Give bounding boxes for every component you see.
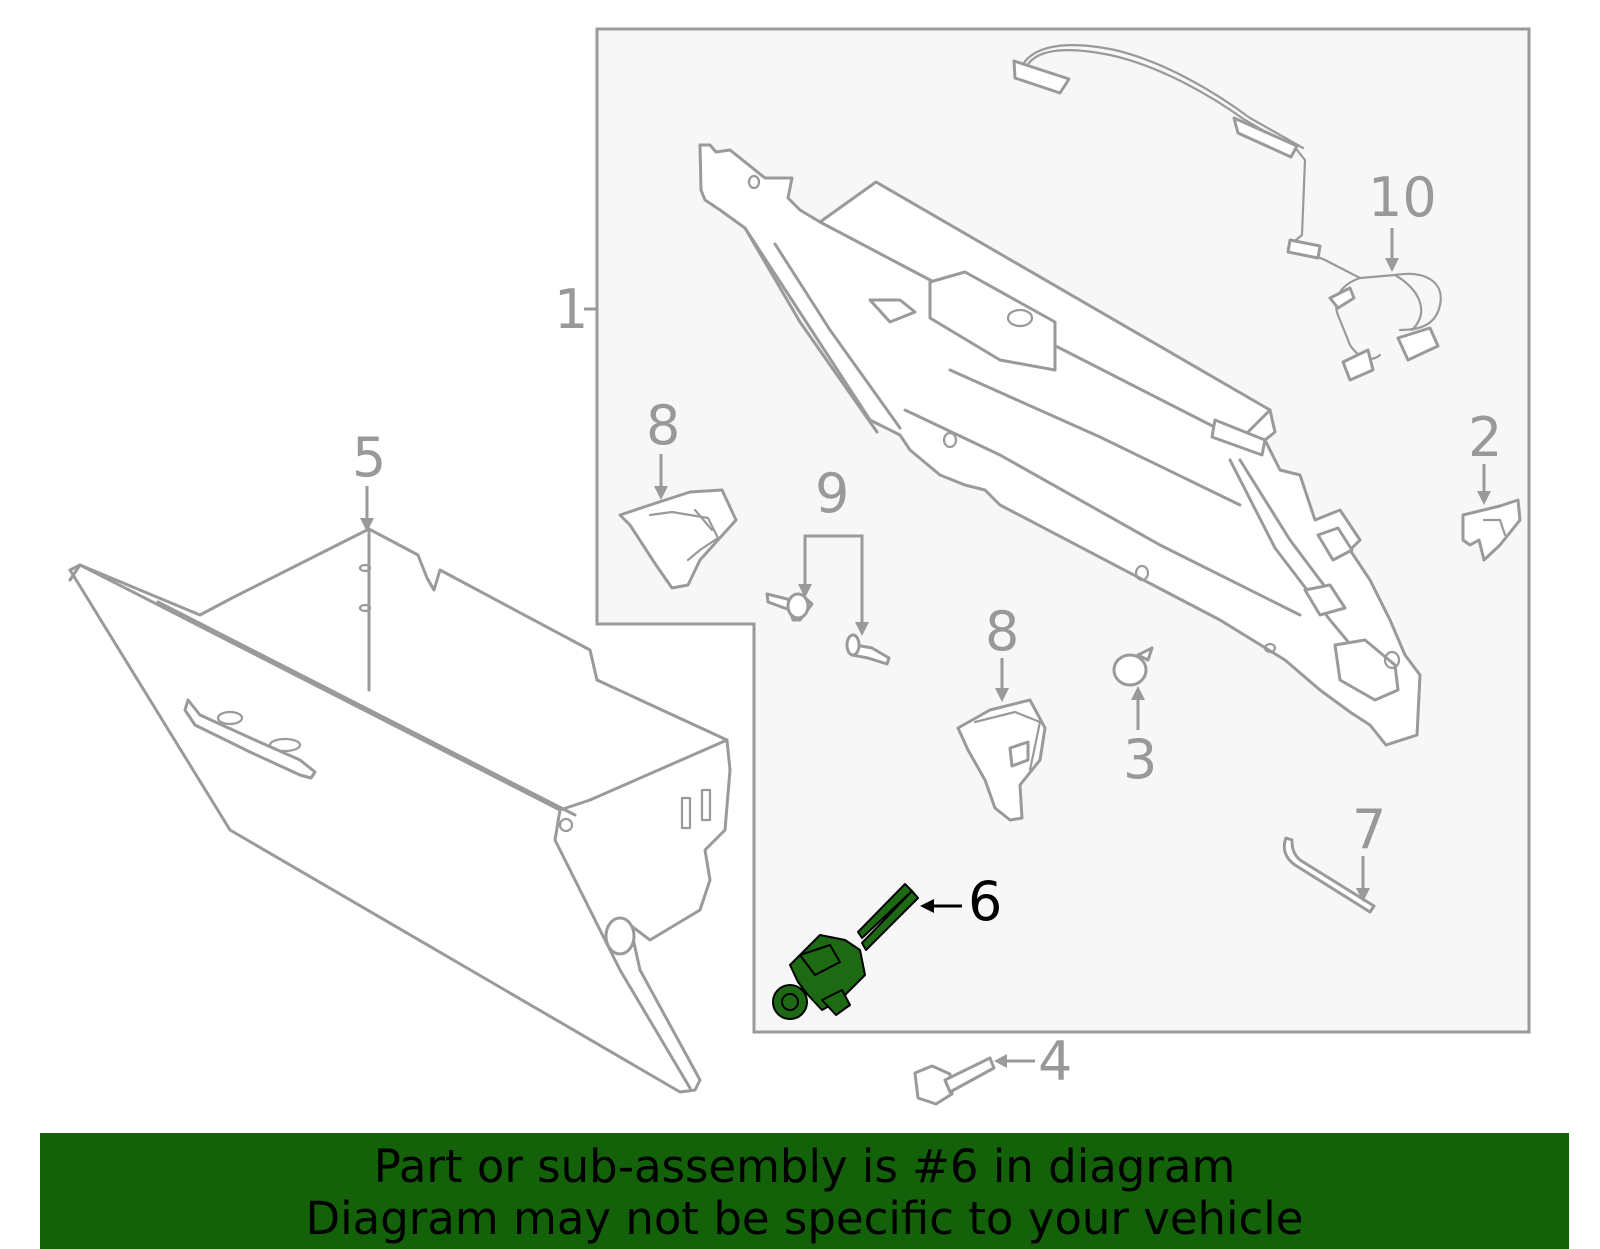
svg-text:1: 1 [554,278,588,341]
part-8-bracket-lower[interactable] [956,698,1047,822]
svg-text:9: 9 [815,462,849,525]
callout-6[interactable]: 6 [920,870,1002,933]
part-9-screws[interactable] [765,592,891,666]
callout-8-upper[interactable]: 8 [646,394,680,500]
svg-text:7: 7 [1352,798,1386,861]
svg-text:10: 10 [1368,166,1437,229]
banner-line-1: Part or sub-assembly is #6 in diagram [373,1140,1236,1193]
svg-text:5: 5 [352,426,386,489]
callout-7[interactable]: 7 [1352,798,1386,902]
svg-text:8: 8 [646,394,680,457]
info-banner: Part or sub-assembly is #6 in diagram Di… [40,1133,1569,1249]
callout-1[interactable]: 1 [554,278,597,341]
svg-text:2: 2 [1468,406,1502,469]
part-5-glovebox[interactable] [68,527,732,1094]
part-8-bracket-upper[interactable] [618,488,738,590]
callout-4[interactable]: 4 [994,1030,1072,1093]
part-7-rod[interactable] [1282,836,1376,914]
callout-8-lower[interactable]: 8 [985,600,1019,702]
svg-text:4: 4 [1038,1030,1072,1093]
banner-line-2: Diagram may not be specific to your vehi… [305,1192,1304,1245]
svg-text:6: 6 [968,870,1002,933]
svg-text:3: 3 [1123,728,1157,791]
callout-9[interactable]: 9 [798,462,869,636]
callout-5[interactable]: 5 [352,426,386,532]
part-2-clip[interactable] [1461,498,1522,562]
callout-3[interactable]: 3 [1123,686,1157,791]
part-10-harness[interactable] [1012,44,1442,382]
part-1-bracket[interactable] [698,143,1422,747]
svg-text:8: 8 [985,600,1019,663]
callout-2[interactable]: 2 [1468,406,1502,505]
callout-10[interactable]: 10 [1368,166,1437,272]
part-4-bolt[interactable] [913,1056,996,1106]
part-3-pin[interactable] [1112,646,1154,687]
part-6-lock[interactable] [772,883,919,1020]
